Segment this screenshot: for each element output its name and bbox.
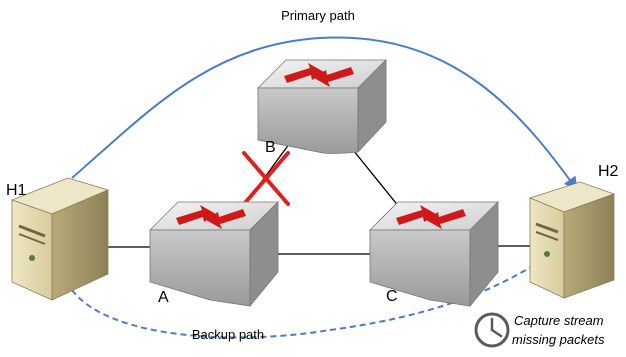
switch-c-icon (369, 201, 499, 308)
server-icon (528, 181, 616, 299)
note-line-2: missing packets (512, 332, 605, 347)
backup-path-label: Backup path (192, 327, 264, 342)
switch-b-icon (257, 59, 387, 154)
switch-a-icon (149, 201, 279, 308)
switch-c[interactable]: C (369, 201, 499, 308)
host-h2[interactable]: H2 (528, 163, 619, 299)
switch-a-label: A (158, 289, 169, 306)
primary-path-label: Primary path (281, 8, 355, 23)
backup-path-line (71, 257, 547, 339)
switch-a[interactable]: A (149, 201, 279, 308)
switch-c-label: C (386, 288, 398, 305)
clock-icon (474, 312, 510, 348)
link-failure-x-icon (242, 151, 290, 206)
server-icon (10, 177, 110, 301)
primary-path-line (71, 36, 578, 192)
switch-b-label: B (265, 139, 276, 156)
note-line-1: Capture stream (514, 313, 604, 328)
host-h1-label: H1 (6, 182, 27, 199)
switch-b[interactable]: B (257, 59, 387, 156)
host-h1[interactable]: H1 (6, 177, 110, 301)
capture-note: Capture stream missing packets (474, 312, 605, 348)
host-h2-label: H2 (598, 163, 619, 180)
